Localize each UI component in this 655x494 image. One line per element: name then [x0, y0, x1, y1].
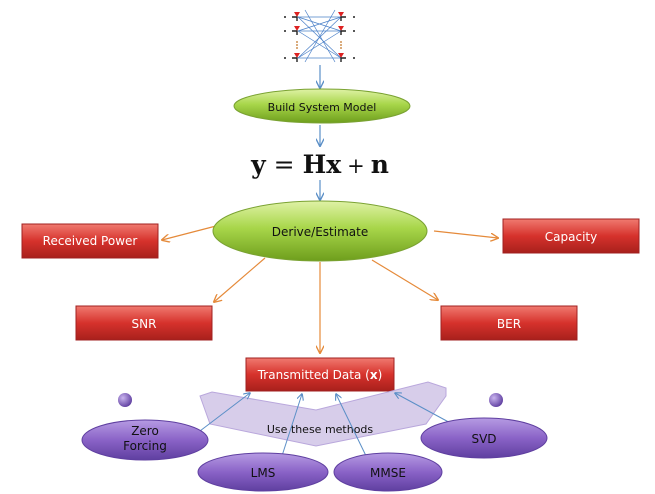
snr-node: SNR [75, 305, 213, 341]
use-these-methods-label: Use these methods [267, 423, 374, 436]
decorative-dot-right [489, 393, 503, 407]
arrow-zf-to-data [195, 393, 250, 435]
arrow-to-snr [214, 257, 266, 302]
svd-node: SVD [420, 417, 548, 459]
arrow-lms-to-data [279, 394, 302, 463]
arrow-to-ber [371, 259, 438, 300]
build-system-model-node: Build System Model [233, 88, 411, 124]
capacity-label: Capacity [545, 230, 597, 244]
lms-node: LMS [197, 452, 329, 492]
transmitted-data-label: Transmitted Data (x) [257, 368, 383, 382]
arrow-to-received-power [162, 225, 217, 240]
received-power-node: Received Power [21, 223, 159, 259]
build-system-model-label: Build System Model [268, 101, 377, 114]
mmse-label: MMSE [370, 466, 406, 480]
ber-label: BER [497, 317, 521, 331]
decorative-dot-left [118, 393, 132, 407]
arrow-svd-to-data [395, 393, 457, 427]
capacity-node: Capacity [502, 218, 640, 254]
zero-forcing-label-line1: Zero [131, 424, 159, 438]
arrow-mmse-to-data [336, 394, 369, 461]
derive-estimate-node: Derive/Estimate [212, 200, 428, 262]
use-these-methods-arrow: Use these methods [199, 381, 447, 447]
zero-forcing-label-line2: Forcing [123, 439, 167, 453]
ber-node: BER [440, 305, 578, 341]
mimo-antenna-diagram-icon [284, 9, 355, 63]
transmitted-data-node: Transmitted Data (x) [245, 357, 395, 392]
snr-label: SNR [132, 317, 157, 331]
mmse-node: MMSE [333, 452, 443, 492]
received-power-label: Received Power [43, 234, 138, 248]
system-equation: y=Hx+n [250, 150, 389, 179]
lms-label: LMS [251, 466, 276, 480]
derive-estimate-label: Derive/Estimate [272, 225, 368, 239]
zero-forcing-node: Zero Forcing [81, 419, 209, 461]
arrow-to-capacity [433, 230, 498, 238]
svd-label: SVD [471, 432, 496, 446]
